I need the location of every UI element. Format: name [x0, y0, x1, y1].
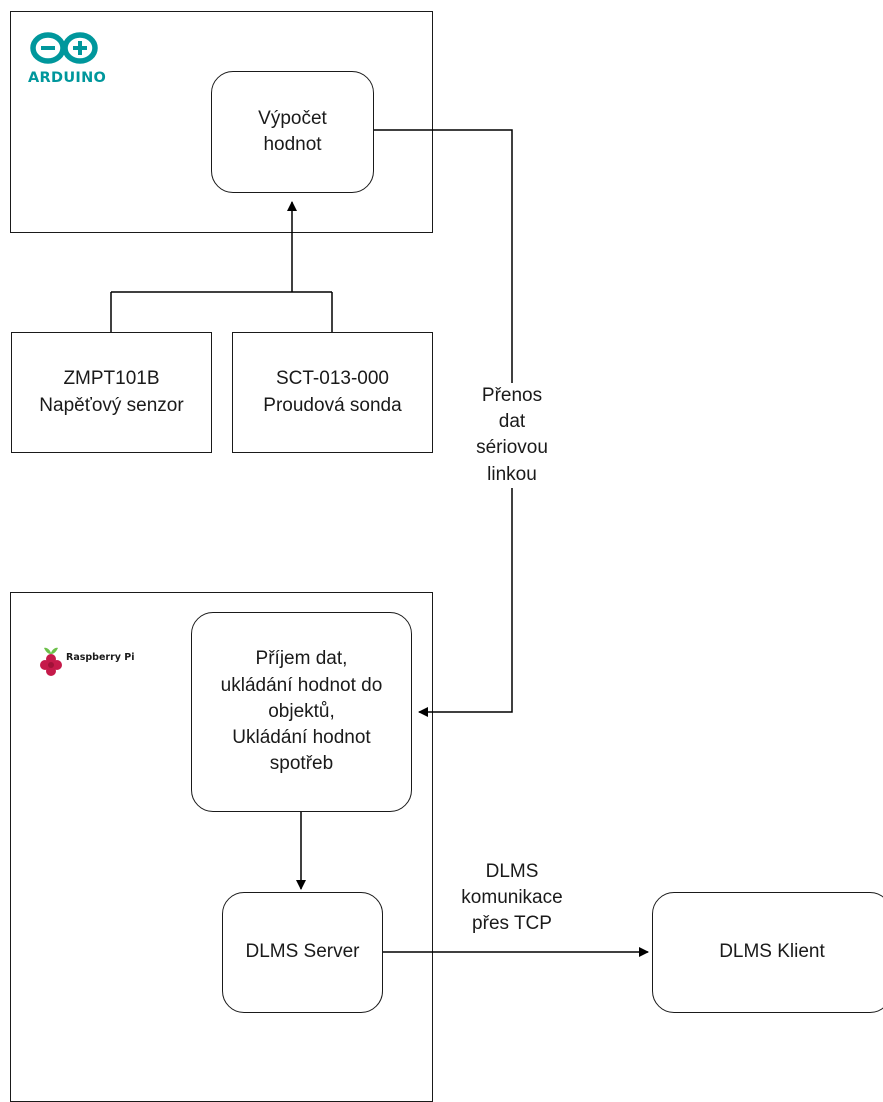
zmpt-sensor-node: ZMPT101B Napěťový senzor	[11, 332, 212, 453]
arduino-logo-text: ARDUINO	[28, 70, 107, 86]
dlms-klient-node: DLMS Klient	[652, 892, 883, 1013]
vypocet-hodnot-node: Výpočet hodnot	[211, 71, 374, 193]
sct-probe-node: SCT-013-000 Proudová sonda	[232, 332, 433, 453]
raspberry-pi-logo-text: Raspberry Pi	[66, 652, 135, 663]
prijem-dat-node: Příjem dat, ukládání hodnot do objektů, …	[191, 612, 412, 812]
dlms-server-node: DLMS Server	[222, 892, 383, 1013]
raspberry-pi-logo-icon	[40, 647, 62, 676]
serial-link-label: Přenos dat sériovou linkou	[453, 383, 571, 488]
tcp-link-label: DLMS komunikace přes TCP	[461, 861, 563, 935]
arduino-logo-icon	[30, 32, 98, 64]
arduino-frame	[10, 11, 433, 233]
